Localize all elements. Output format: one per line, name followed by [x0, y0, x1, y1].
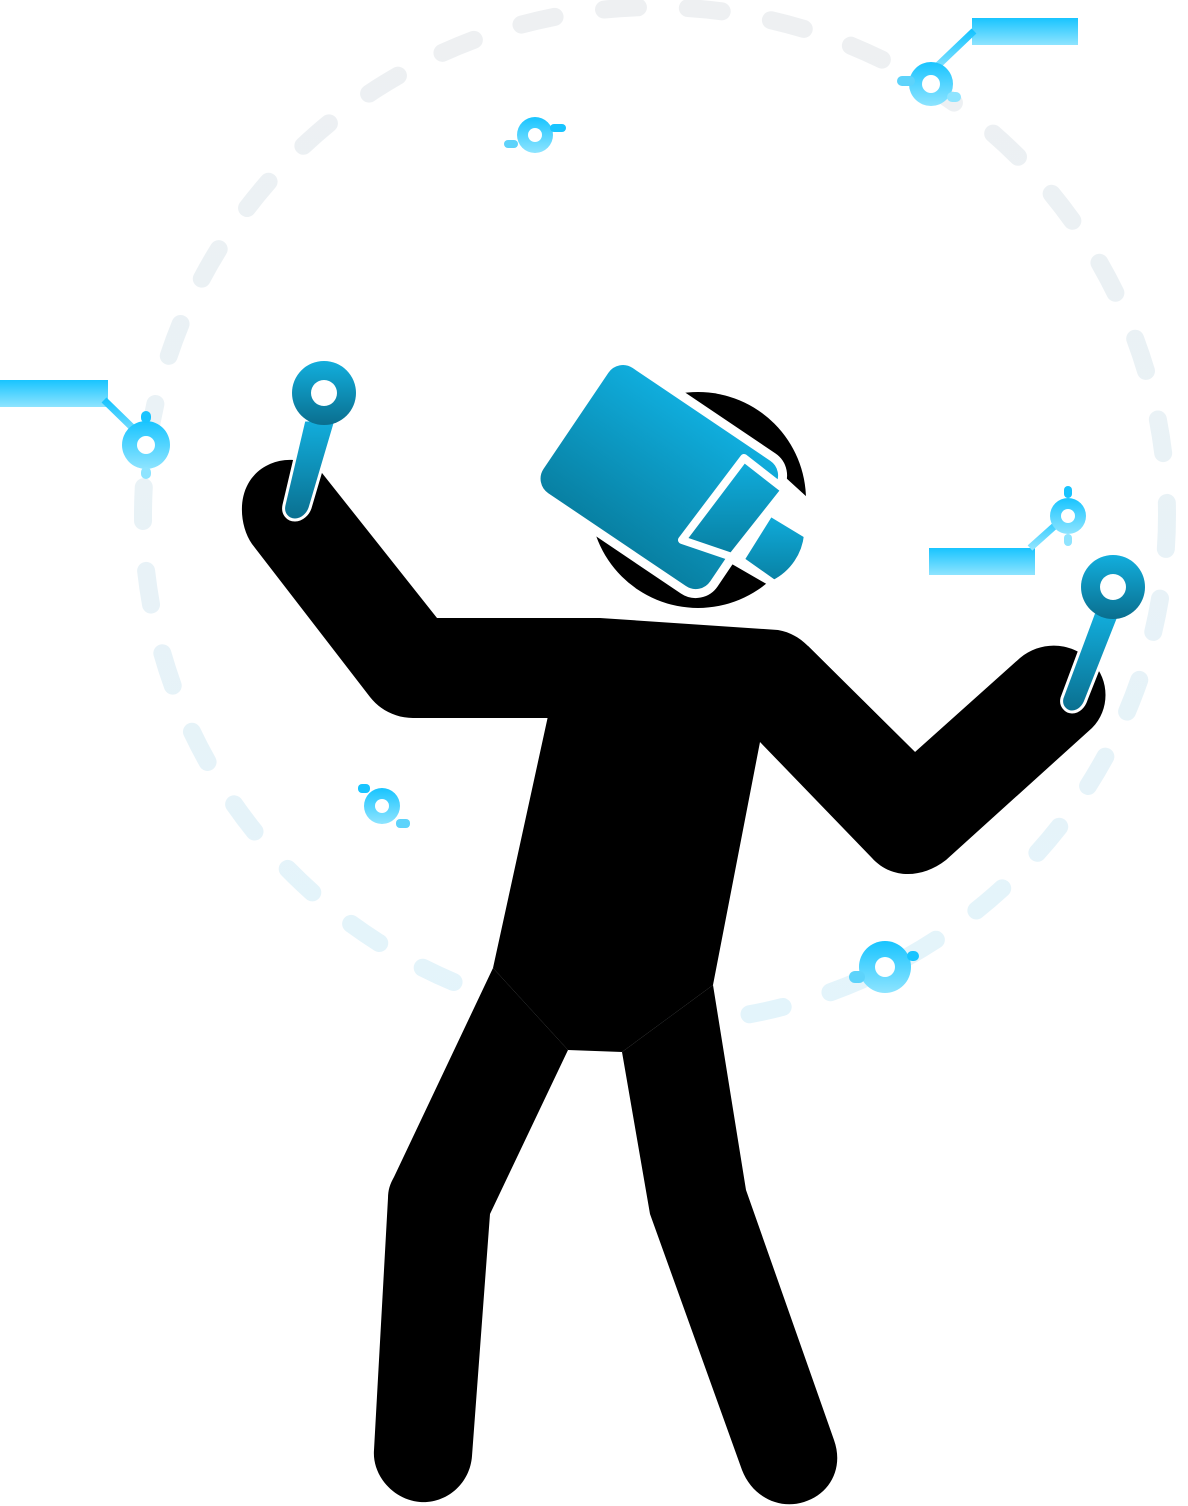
headset-strap-front: [678, 454, 789, 561]
headset-strap-back: [736, 508, 812, 588]
label-bar-top-right: [928, 18, 1078, 75]
tracking-node-icon: [849, 941, 919, 993]
label-bar-icon: [929, 548, 1035, 575]
tracking-node-icon: [358, 784, 410, 828]
person-left-arm: [241, 459, 548, 718]
tracking-node-icon: [897, 62, 961, 106]
person-left-leg: [373, 968, 568, 1503]
tracking-node-icon: [1050, 486, 1086, 546]
person-right-arm: [760, 645, 1106, 875]
label-bar-icon: [0, 380, 108, 407]
label-bar-left: [0, 380, 148, 443]
vr-headset-icon: [531, 356, 812, 599]
tracking-node-icon: [122, 411, 170, 479]
motion-controller-icon: [1060, 555, 1145, 714]
motion-controller-icon: [282, 361, 356, 522]
tracking-node-icon: [504, 117, 566, 153]
person-right-leg: [622, 985, 838, 1505]
tracking-orbit-icon: [134, 0, 1176, 1032]
label-bar-right: [929, 511, 1071, 575]
label-bar-icon: [972, 18, 1078, 45]
